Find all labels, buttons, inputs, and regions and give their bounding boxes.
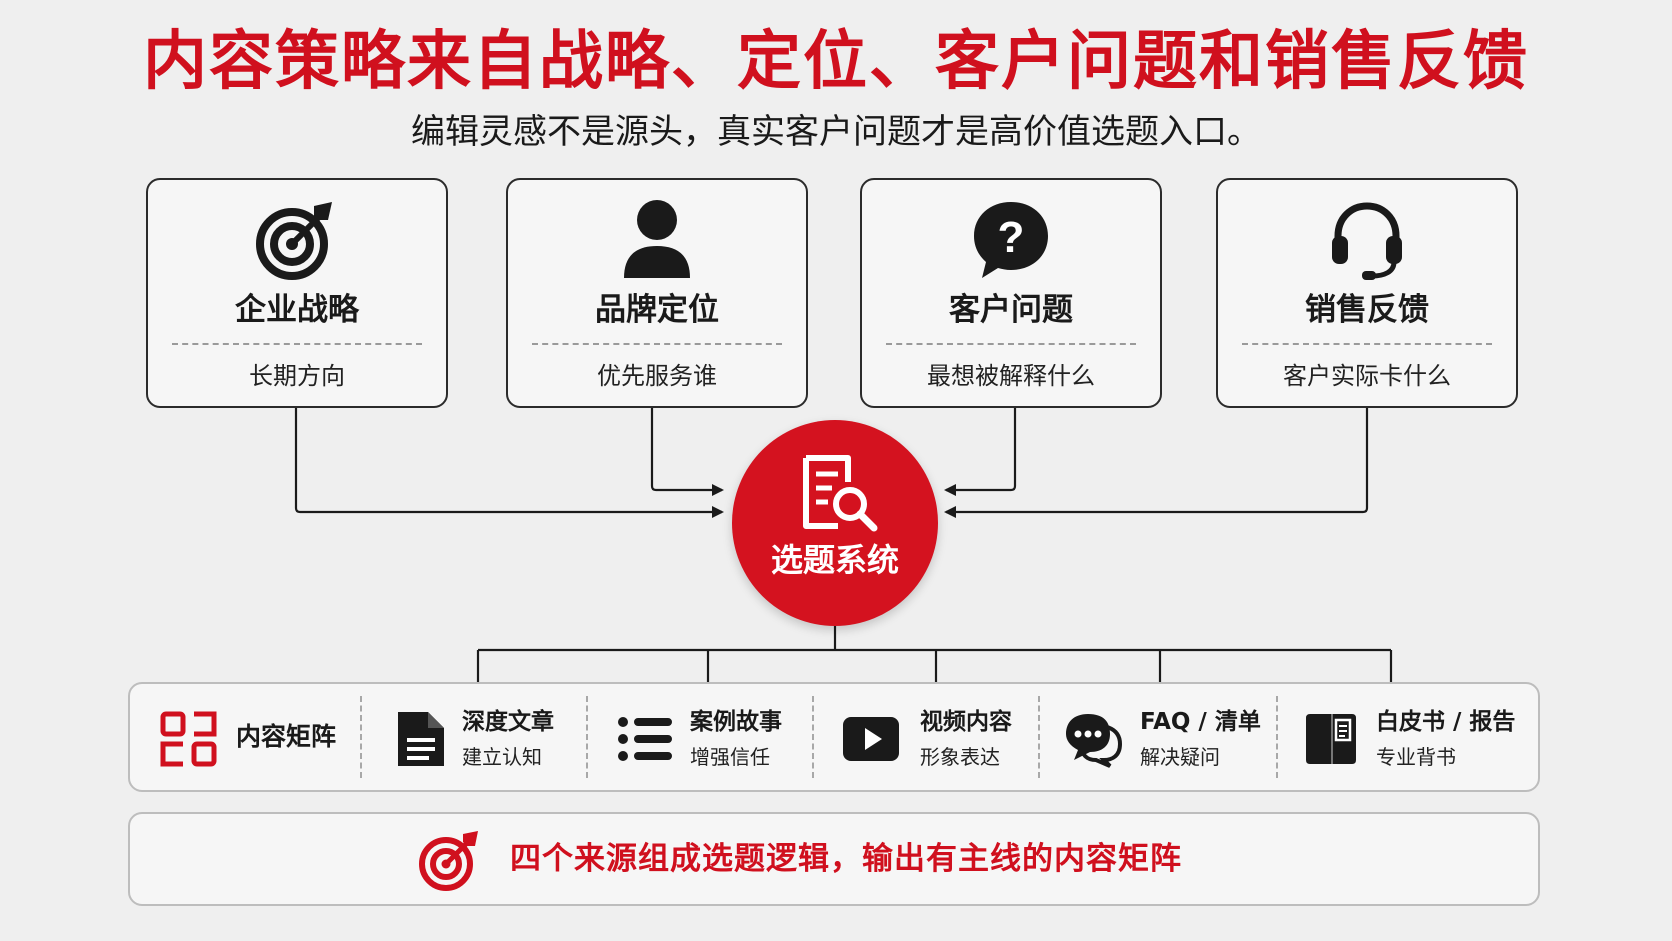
matrix-item-subtitle: 专业背书 [1376,745,1456,769]
document-icon [392,710,450,768]
source-subtitle: 最想被解释什么 [927,362,1095,390]
matrix-item-title: FAQ / 清单 [1140,709,1261,735]
separator [812,696,814,778]
matrix-item-article: 深度文章 建立认知 [392,684,582,790]
target-icon [418,828,482,896]
source-subtitle: 长期方向 [249,362,345,390]
headset-icon [1218,198,1516,280]
connector-question [944,408,1017,496]
matrix-item-subtitle: 建立认知 [462,745,542,769]
connector-brand [650,408,724,496]
source-title: 企业战略 [235,292,359,328]
divider [532,343,782,345]
separator [1276,696,1278,778]
matrix-item-subtitle: 增强信任 [690,745,770,769]
content-matrix: 内容矩阵 深度文章 建立认知 案例故事 [128,682,1540,792]
matrix-item-subtitle: 解决疑问 [1140,745,1220,769]
matrix-item-title: 案例故事 [690,709,782,735]
matrix-label: 内容矩阵 [236,722,337,751]
play-icon [842,710,900,768]
source-subtitle: 客户实际卡什么 [1283,362,1451,390]
grid-icon [160,710,218,768]
separator [360,696,362,778]
matrix-item-video: 视频内容 形象表达 [842,684,1032,790]
matrix-item-title: 深度文章 [462,709,554,735]
book-icon [1302,710,1360,768]
source-title: 品牌定位 [595,292,719,328]
separator [586,696,588,778]
question-bubble-icon: ? [862,198,1160,280]
document-search-icon [798,452,878,536]
matrix-item-case: 案例故事 增强信任 [616,684,806,790]
list-icon [616,710,674,768]
connector-strategy [294,408,724,518]
matrix-item-whitepaper: 白皮书 / 报告 专业背书 [1302,684,1532,790]
source-card-sales: 销售反馈 客户实际卡什么 [1216,178,1518,408]
source-title: 客户问题 [949,292,1073,328]
hub-label: 选题系统 [770,541,899,579]
matrix-item-title: 视频内容 [920,709,1012,735]
svg-text:?: ? [998,213,1025,262]
chat-icon [1064,710,1123,768]
source-card-brand: 品牌定位 优先服务谁 [506,178,808,408]
source-title: 销售反馈 [1305,292,1429,328]
summary-text: 四个来源组成选题逻辑，输出有主线的内容矩阵 [510,841,1182,877]
matrix-item-faq: FAQ / 清单 解决疑问 [1064,684,1274,790]
page-title: 内容策略来自战略、定位、客户问题和销售反馈 [143,25,1529,99]
summary-footer: 四个来源组成选题逻辑，输出有主线的内容矩阵 [128,812,1540,906]
separator [1038,696,1040,778]
source-card-strategy: 企业战略 长期方向 [146,178,448,408]
matrix-item-title: 白皮书 / 报告 [1376,709,1516,735]
topic-system-hub: 选题系统 [732,420,938,626]
person-icon [508,198,806,280]
connector-sales [944,408,1369,518]
divider [1242,343,1492,345]
target-icon [148,198,446,280]
divider [886,343,1136,345]
page-subtitle: 编辑灵感不是源头，真实客户问题才是高价值选题入口。 [411,112,1261,152]
source-card-question: ? 客户问题 最想被解释什么 [860,178,1162,408]
source-subtitle: 优先服务谁 [597,362,717,390]
divider [172,343,422,345]
matrix-label-item: 内容矩阵 [160,684,350,790]
matrix-item-subtitle: 形象表达 [920,745,1000,769]
